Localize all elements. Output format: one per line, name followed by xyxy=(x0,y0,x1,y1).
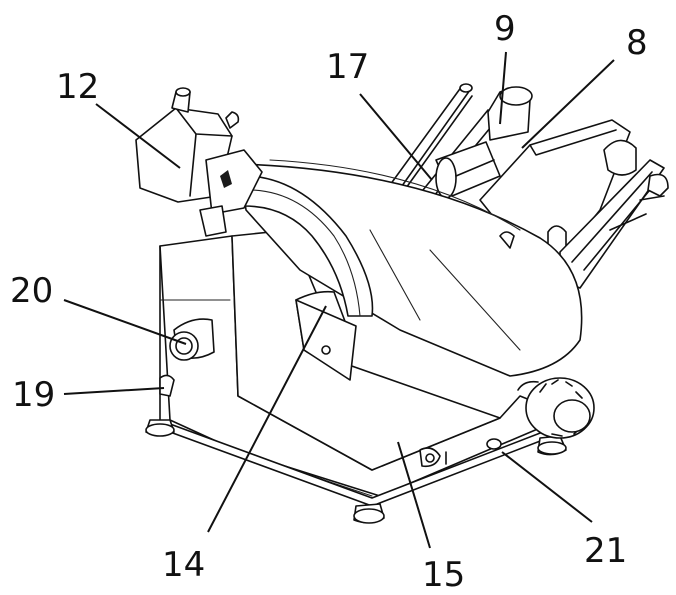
sharpener-head xyxy=(135,87,263,237)
right-dial xyxy=(517,377,595,439)
label-19: 19 xyxy=(12,375,55,415)
leader-14 xyxy=(207,305,327,533)
leader-9 xyxy=(499,51,507,125)
leader-12 xyxy=(95,103,181,169)
label-17: 17 xyxy=(326,47,369,87)
leader-8 xyxy=(521,59,615,149)
leader-21 xyxy=(501,451,593,523)
label-12: 12 xyxy=(56,67,99,107)
label-9: 9 xyxy=(494,9,516,49)
pusher-cylinder xyxy=(435,86,533,199)
part-labels: 12 17 9 8 20 19 14 15 21 xyxy=(10,9,648,595)
feet xyxy=(145,419,567,524)
leader-lines xyxy=(63,51,615,549)
label-14: 14 xyxy=(162,545,205,585)
left-knob xyxy=(169,318,215,361)
leader-15 xyxy=(397,441,431,549)
small-lever xyxy=(159,374,175,397)
leader-20 xyxy=(63,299,187,345)
label-20: 20 xyxy=(10,271,53,311)
label-21: 21 xyxy=(584,531,627,571)
base-screw xyxy=(486,438,502,450)
product-handle xyxy=(295,290,357,381)
label-8: 8 xyxy=(626,23,648,63)
slicer-machine xyxy=(135,83,669,524)
label-15: 15 xyxy=(422,555,465,595)
leader-19 xyxy=(63,387,165,395)
guard-arm xyxy=(243,175,374,317)
leader-17 xyxy=(359,93,433,181)
